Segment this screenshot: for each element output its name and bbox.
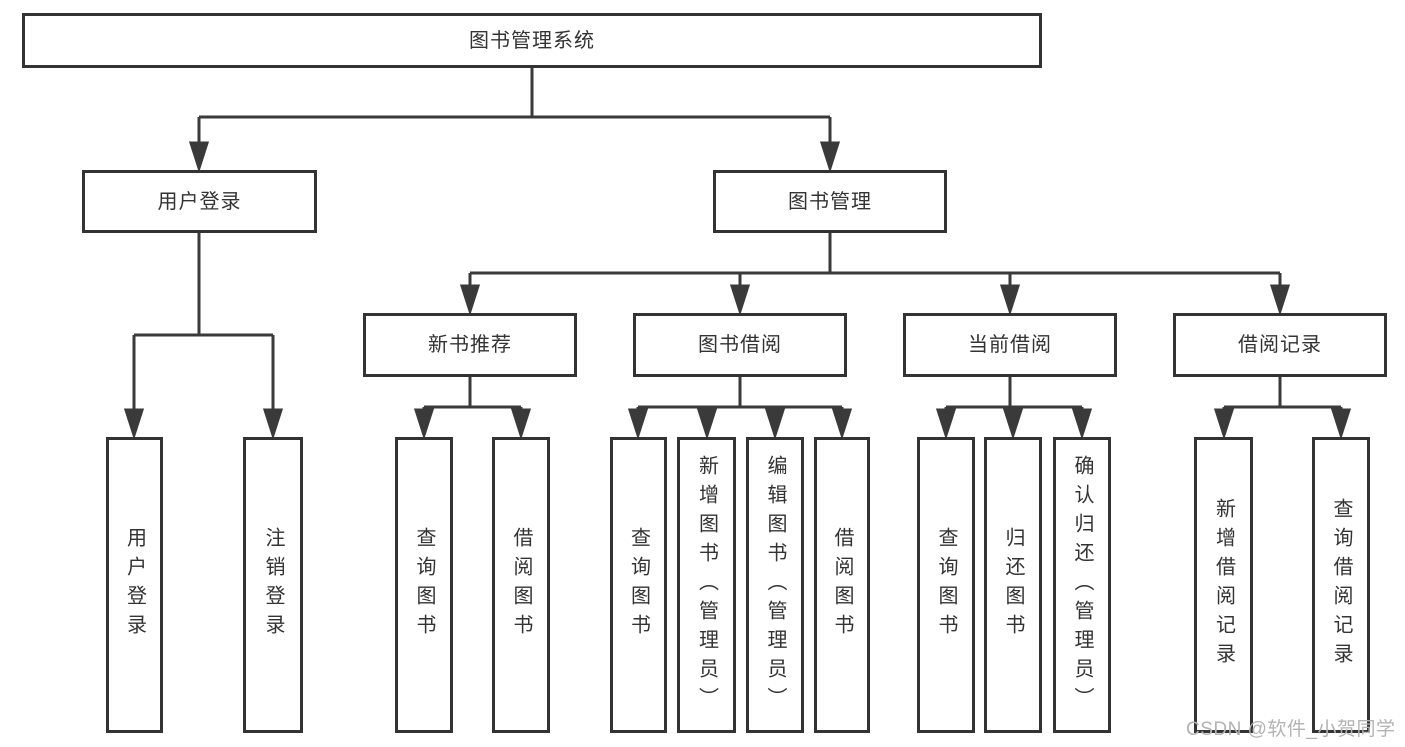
leaf-query-books-recommend: 查询图书: [395, 437, 453, 733]
connectors-book-borrow: [627, 377, 853, 440]
leaf-return-book: 归还图书: [984, 437, 1042, 733]
leaf-edit-book-admin: 编辑图书（管理员）: [746, 437, 804, 733]
node-label: 确认归还（管理员）: [1071, 454, 1093, 716]
node-label: 新增借阅记录: [1212, 498, 1235, 672]
leaf-add-borrow-record: 新增借阅记录: [1194, 437, 1253, 733]
csdn-watermark: CSDN @软件_小贺同学: [1186, 719, 1396, 740]
connectors-book-management: [459, 233, 1291, 316]
node-label: 注销登录: [262, 527, 284, 643]
leaf-confirm-return-admin: 确认归还（管理员）: [1053, 437, 1111, 733]
node-book-management: 图书管理: [713, 170, 947, 233]
leaf-logout: 注销登录: [243, 437, 303, 733]
node-label: 图书借阅: [698, 334, 782, 356]
node-borrow-records: 借阅记录: [1173, 313, 1387, 377]
node-label: 借阅记录: [1238, 334, 1322, 356]
leaf-borrow-books: 借阅图书: [814, 437, 870, 733]
connectors-borrow-records: [1213, 377, 1352, 440]
node-label: 用户登录: [123, 527, 146, 643]
node-label: 归还图书: [1002, 527, 1024, 643]
node-label: 编辑图书（管理员）: [764, 454, 786, 716]
node-current-borrow: 当前借阅: [903, 313, 1117, 377]
node-label: 查询图书: [413, 527, 435, 643]
node-label: 图书管理系统: [469, 29, 595, 52]
leaf-query-books-borrow: 查询图书: [610, 437, 667, 733]
leaf-query-borrow-record: 查询借阅记录: [1312, 437, 1370, 733]
node-label: 当前借阅: [968, 334, 1052, 356]
node-label: 图书管理: [788, 190, 872, 213]
node-new-book-recommend: 新书推荐: [363, 313, 577, 377]
node-book-borrow: 图书借阅: [633, 313, 847, 377]
leaf-query-books-current: 查询图书: [917, 437, 975, 733]
node-label: 新增图书（管理员）: [695, 454, 718, 716]
node-label: 查询借阅记录: [1330, 498, 1352, 672]
node-label: 查询图书: [935, 527, 957, 643]
node-label: 查询图书: [627, 527, 650, 643]
node-library-management-system: 图书管理系统: [22, 13, 1042, 68]
leaf-add-book-admin: 新增图书（管理员）: [677, 437, 736, 733]
node-label: 用户登录: [157, 190, 242, 213]
node-label: 新书推荐: [428, 334, 512, 356]
connectors-new-book-recommend: [413, 377, 532, 440]
node-user-login: 用户登录: [82, 170, 317, 233]
leaf-borrow-books-recommend: 借阅图书: [492, 437, 550, 733]
connectors-user-login: [123, 233, 284, 440]
connectors-root: [188, 68, 841, 173]
leaf-user-login: 用户登录: [106, 437, 163, 733]
node-label: 借阅图书: [831, 527, 853, 643]
connectors-current-borrow: [935, 377, 1093, 440]
node-label: 借阅图书: [510, 527, 532, 643]
